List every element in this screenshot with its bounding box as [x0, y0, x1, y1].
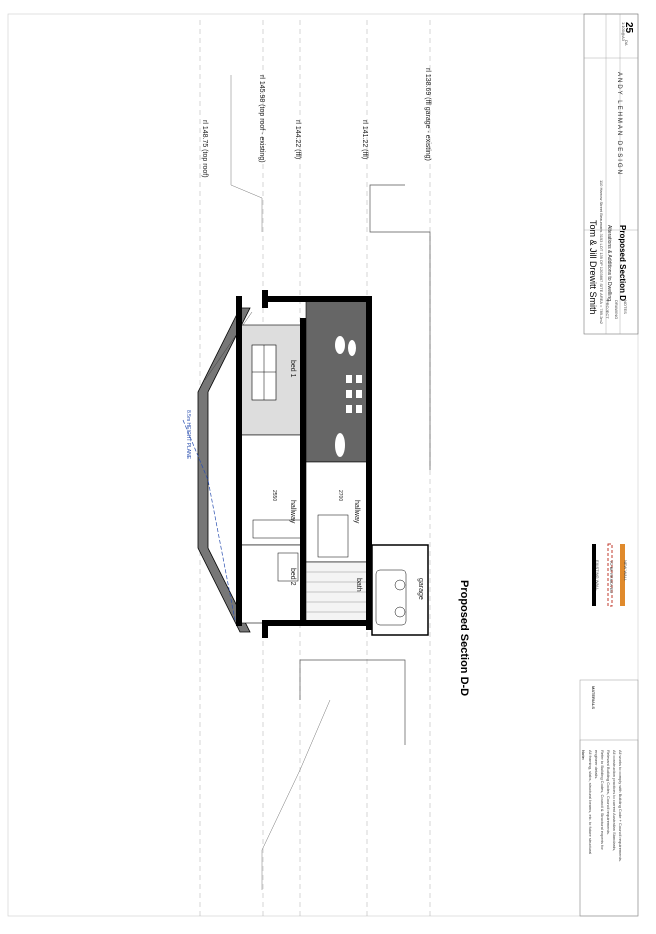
client-name: Tom & Jill Drewitt Smith	[588, 220, 598, 315]
project-name: Alterations & Additions to Dwelling	[606, 225, 612, 301]
note-line-2: engineer details.	[594, 750, 599, 780]
legend-removed-label: TO BE REMOVED	[609, 560, 614, 594]
dining-set	[346, 375, 362, 413]
dim-2550: 2550	[271, 490, 277, 502]
note-line-6: All works to comply with Building Code +…	[618, 750, 623, 862]
scale-label: 1:100@A3	[621, 22, 626, 41]
ground-line-lower	[299, 659, 406, 745]
level-label-138: rl 138.69 (ffl garage - existing)	[424, 68, 431, 161]
legend-new-swatch	[620, 544, 625, 606]
notes-label: NOTES	[623, 300, 628, 314]
first-floor-slab	[300, 318, 306, 623]
notes-heading: Note:	[581, 750, 586, 761]
title-block	[583, 13, 639, 335]
bath-area	[305, 561, 369, 625]
note-line-4: Relevant Building Codes, Council require…	[606, 750, 611, 835]
room-label-garage: garage	[417, 578, 424, 600]
person-2	[348, 340, 356, 356]
notes-box	[579, 739, 639, 917]
level-label-148: rl 148.75 (top roof)	[201, 120, 208, 178]
drawing-label: DRAWING	[614, 300, 619, 320]
bed2-door	[277, 552, 299, 582]
wall-top	[236, 296, 242, 626]
drawing-name: Proposed Section D	[618, 225, 627, 302]
room-label-hallway-upper: hallway	[289, 500, 296, 524]
ground-slab	[366, 300, 372, 630]
bath-tiles	[306, 571, 368, 613]
revision-label: DA	[624, 40, 629, 46]
neighbour-roof-lower	[261, 699, 331, 890]
level-label-141: rl 141.22 (ffl)	[361, 120, 368, 160]
person-1	[335, 336, 345, 354]
ground-line-upper	[369, 184, 431, 470]
drawing-title: Proposed Section D-D	[458, 580, 470, 697]
person-3	[335, 433, 345, 457]
legend-removed-swatch	[607, 543, 613, 607]
height-plane-line	[182, 419, 236, 621]
wall-left	[262, 620, 372, 626]
note-line-1: All framing, slabs, structural beams, et…	[588, 750, 593, 855]
firm-name: ANDY LEHMAN DESIGN	[616, 72, 622, 176]
people-figures	[335, 336, 356, 457]
neighbour-roof-upper	[230, 75, 263, 232]
sheet-border	[7, 13, 639, 917]
dim-2700: 2700	[337, 490, 343, 502]
legend-existing-swatch	[592, 544, 596, 606]
height-plane-label: 8.5m HEIGHT PLANE	[185, 410, 191, 460]
legend-new-label: NEW WALL	[623, 560, 628, 582]
site-address: 110 Harrow Street Beaumaris 3193 LOT 139…	[599, 180, 604, 324]
room-label-bed1: bed 1	[289, 360, 296, 378]
room-label-bed2: bed 2	[289, 568, 296, 586]
wall-right	[262, 296, 372, 302]
note-line-5: All construction practices to current Au…	[612, 750, 617, 852]
room-label-hallway-lower: hallway	[353, 500, 360, 524]
roof-hatch	[204, 311, 253, 381]
materials-heading: MATERIALS	[591, 686, 596, 710]
note-line-3: Refer to Building Codes, Council & Struc…	[600, 750, 605, 850]
car-icon	[375, 569, 407, 626]
project-label: PROJECT	[605, 300, 610, 319]
level-label-144: rl 144.22 (ffl)	[294, 120, 301, 160]
room-label-bath: bath	[355, 578, 362, 592]
level-label-145: rl 145.98 (top roof - existing)	[258, 75, 265, 163]
legend-existing-label: EXISTING WALL	[595, 560, 600, 591]
lower-hallway-door	[317, 514, 349, 558]
